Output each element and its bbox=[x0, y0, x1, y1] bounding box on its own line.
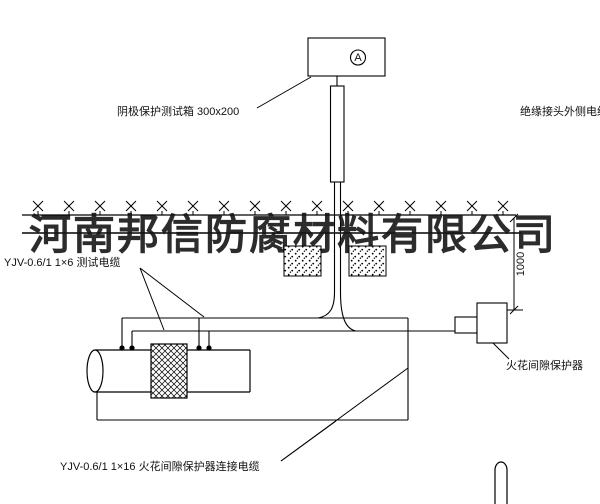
spark-gap-protector bbox=[454, 302, 508, 344]
leader-lines bbox=[139, 76, 510, 462]
label-protector-cable: YJV-0.6/1 1×16 火花间隙保护器连接电缆 bbox=[60, 459, 260, 473]
label-spark-gap-protector: 火花间隙保护器 bbox=[506, 358, 583, 372]
conduit-riser bbox=[329, 76, 345, 292]
protector-stem bbox=[454, 316, 478, 334]
dimension-text: 1000 bbox=[515, 252, 527, 276]
dimension-1000 bbox=[507, 213, 523, 315]
leader-test-cable-1 bbox=[139, 267, 205, 318]
ammeter-letter: A bbox=[354, 52, 362, 64]
concrete-blocks bbox=[283, 245, 387, 277]
label-test-box: 阴极保护测试箱 300x200 bbox=[117, 104, 239, 118]
insulating-joint bbox=[150, 343, 188, 399]
leader-test-cable-2 bbox=[139, 267, 165, 331]
cable-runs bbox=[96, 291, 455, 421]
leader-protector-cable-2 bbox=[280, 367, 409, 462]
pipe-riser-symbol bbox=[494, 461, 508, 504]
test-cable-curve-right bbox=[339, 291, 357, 332]
label-test-cable: YJV-0.6/1 1×6 测试电缆 bbox=[4, 256, 120, 269]
cable-terminals bbox=[119, 345, 212, 351]
leader-protector bbox=[492, 342, 510, 360]
grade-marks bbox=[32, 200, 509, 215]
test-box bbox=[307, 37, 386, 77]
grade-line bbox=[22, 200, 516, 216]
label-insulated-joint-cable: 绝缘接头外侧电缆 bbox=[520, 104, 600, 118]
leader-test-box bbox=[256, 76, 312, 109]
test-cable-curve-left bbox=[317, 291, 336, 319]
pipeline bbox=[86, 343, 251, 399]
ammeter-icon bbox=[349, 49, 367, 66]
protector-body bbox=[476, 302, 508, 344]
pipe-end-cap bbox=[86, 349, 104, 393]
